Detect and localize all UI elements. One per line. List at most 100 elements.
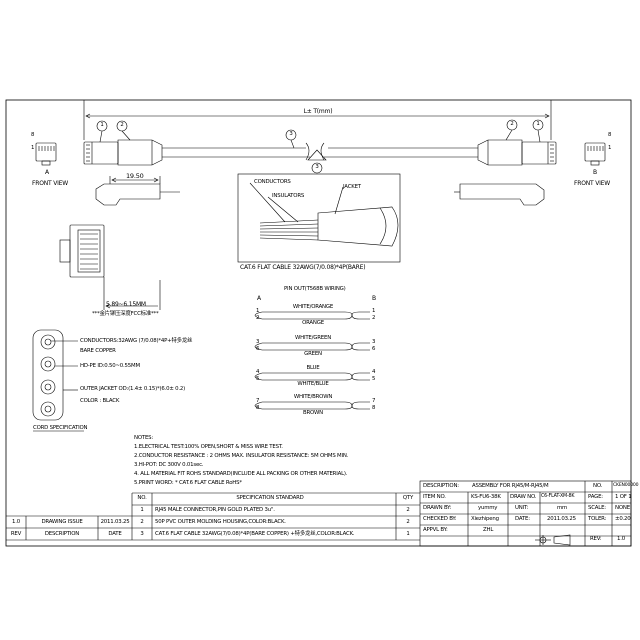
cable-conductors-label: CONDUCTORS <box>254 179 291 185</box>
tb-no-value: CKEN00000 <box>613 483 639 488</box>
revision-header-description: DESCRIPTION <box>44 531 80 537</box>
right-connector-outline <box>324 139 557 166</box>
plug-height-dimension: 5.89~6.15MM <box>106 301 146 308</box>
cord-spec-title: CORD SPECIFICATION <box>33 425 88 431</box>
tb-date-label: DATE: <box>515 516 530 522</box>
tb-drawn-by-label: DRAWN BY: <box>423 505 452 511</box>
pin-a-7: 7 <box>256 398 260 404</box>
bom-header-no: NO. <box>137 495 147 501</box>
note-line-2: 2.CONDUCTOR RESISTANCE : 2 OHMS MAX. INS… <box>134 453 349 459</box>
notes-title: NOTES: <box>134 435 154 441</box>
tb-drawing-no-label: DRAW NO. <box>510 494 537 500</box>
front-view-a-letter: A <box>45 169 49 176</box>
projection-symbol <box>535 534 571 546</box>
revision-description: DRAWING ISSUE <box>41 519 83 525</box>
tb-toler-value: ±0.20 <box>615 516 631 522</box>
plug-length-dimension: 19.50 <box>126 172 144 180</box>
tb-rev-label: REV: <box>590 536 602 542</box>
cable-insulators-label: INSULATORS <box>272 193 305 199</box>
wire-label-white-orange: WHITE/ORANGE <box>292 304 334 310</box>
pin-a-2: 2 <box>256 315 260 321</box>
plug-crimp-note: ***金片铆压深度FCC标准*** <box>92 311 159 317</box>
tb-drawn-by-value: yummy <box>478 505 498 511</box>
cable-detail-caption: CAT.6 FLAT CABLE 32AWG(7/0.08)*4P(BARE) <box>240 264 366 271</box>
tb-checked-by-value: Xiezhipeng <box>471 516 499 522</box>
tb-toler-label: TOLER: <box>588 516 607 522</box>
cord-spec-color: COLOR : BLACK <box>80 398 120 404</box>
balloon-3-top: 3 <box>289 131 293 137</box>
balloon-2-right: 2 <box>510 121 514 127</box>
note-line-1: 1.ELECTRICAL TEST:100% OPEN,SHORT & MISS… <box>134 444 283 450</box>
pin-b-1: 1 <box>372 308 376 314</box>
bom-row-2-qty: 2 <box>406 519 410 525</box>
pin-a-8: 8 <box>256 405 260 411</box>
front-view-b-outline <box>584 142 606 166</box>
tb-date-value: 2011.03.25 <box>547 516 576 522</box>
right-plug-side-view <box>454 183 545 206</box>
front-view-b-letter: B <box>593 169 597 176</box>
bom-header-qty: QTY <box>402 495 414 501</box>
plug-top-view <box>59 224 161 310</box>
cord-spec-bare-copper: BARE COPPER <box>80 348 116 354</box>
bom-row-1-spec: RJ45 MALE CONNECTOR,PIN GOLD PLATED 3u". <box>155 507 275 513</box>
balloon-1-left: 1 <box>100 122 104 128</box>
tb-approved-label: APPVL BY: <box>423 527 448 533</box>
wire-label-white-blue: WHITE/BLUE <box>297 381 329 387</box>
tb-page-value: 1 OF 1 <box>615 494 632 500</box>
wire-label-orange: ORANGE <box>302 320 324 326</box>
plug-a-pin-8: 8 <box>31 132 35 138</box>
revision-rev: 1.0 <box>12 519 20 525</box>
bom-row-3-no: 3 <box>140 531 144 537</box>
pinout-wires <box>254 311 370 410</box>
cable-break-right <box>320 142 325 161</box>
wire-label-green: GREEN <box>304 351 322 357</box>
plug-b-pin-1: 1 <box>608 145 612 151</box>
bom-row-1-qty: 2 <box>406 507 410 513</box>
sheet-border <box>5 99 632 547</box>
length-dimension <box>83 100 552 140</box>
revision-header-rev: REV <box>10 531 22 537</box>
wire-label-white-brown: WHITE/BROWN <box>293 394 333 400</box>
front-view-b-label: FRONT VIEW <box>573 180 611 187</box>
note-line-4: 4. ALL MATERIAL FIT ROHS STANDARD(INCLUD… <box>134 471 348 477</box>
balloon-3-lower: 3 <box>315 164 319 170</box>
tb-unit-value: mm <box>557 505 568 511</box>
cord-spec-section <box>32 329 84 432</box>
tb-item-no-value: KS-FU6-38K <box>471 494 501 500</box>
length-label: L± T(mm) <box>303 108 333 115</box>
balloon-circles <box>96 119 544 174</box>
pin-a-4: 4 <box>256 369 260 375</box>
tb-checked-by-label: CHECKED BY: <box>423 516 457 522</box>
bom-header-spec: SPECIFICATION STANDARD <box>236 495 304 501</box>
front-view-a-outline <box>35 142 57 166</box>
revision-date: 2011.03.25 <box>100 519 130 525</box>
pin-a-1: 1 <box>256 308 260 314</box>
pin-b-2: 2 <box>372 315 376 321</box>
pin-b-4: 4 <box>372 369 376 375</box>
tb-scale-label: SCALE: <box>588 505 606 511</box>
pin-a-5: 5 <box>256 376 260 382</box>
tb-description-value: ASSEMBLY FOR RJ45/M-RJ45/M <box>472 483 549 489</box>
left-plug-side-view <box>95 176 180 206</box>
wire-label-brown: BROWN <box>302 410 324 416</box>
cord-spec-conductors: CONDUCTORS:32AWG (7/0.08)*4P+特多龙丝 <box>80 338 193 344</box>
pin-b-7: 7 <box>372 398 376 404</box>
cord-spec-hdpe: HD-PE ID:0.50~0.55MM <box>80 363 140 369</box>
tb-no-label: NO. <box>593 483 603 489</box>
left-connector-outline <box>83 139 310 166</box>
pin-b-8: 8 <box>372 405 376 411</box>
bom-row-2-no: 2 <box>140 519 144 525</box>
pinout-title: PIN OUT(T568B WIRING) <box>284 286 346 292</box>
balloon-2-left: 2 <box>120 122 124 128</box>
tb-item-no-label: ITEM NO. <box>423 494 446 500</box>
bom-row-3-qty: 1 <box>406 531 410 537</box>
title-block-lines <box>419 480 632 547</box>
revision-header-date: DATE <box>108 531 122 537</box>
note-line-5: 5.PRINT WORD: * CAT.6 FLAT CABLE RoHS* <box>134 480 242 486</box>
pin-b-3: 3 <box>372 339 376 345</box>
wire-label-blue: BLUE <box>306 365 320 371</box>
cable-detail-box <box>237 173 401 263</box>
pin-b-6: 6 <box>372 346 376 352</box>
